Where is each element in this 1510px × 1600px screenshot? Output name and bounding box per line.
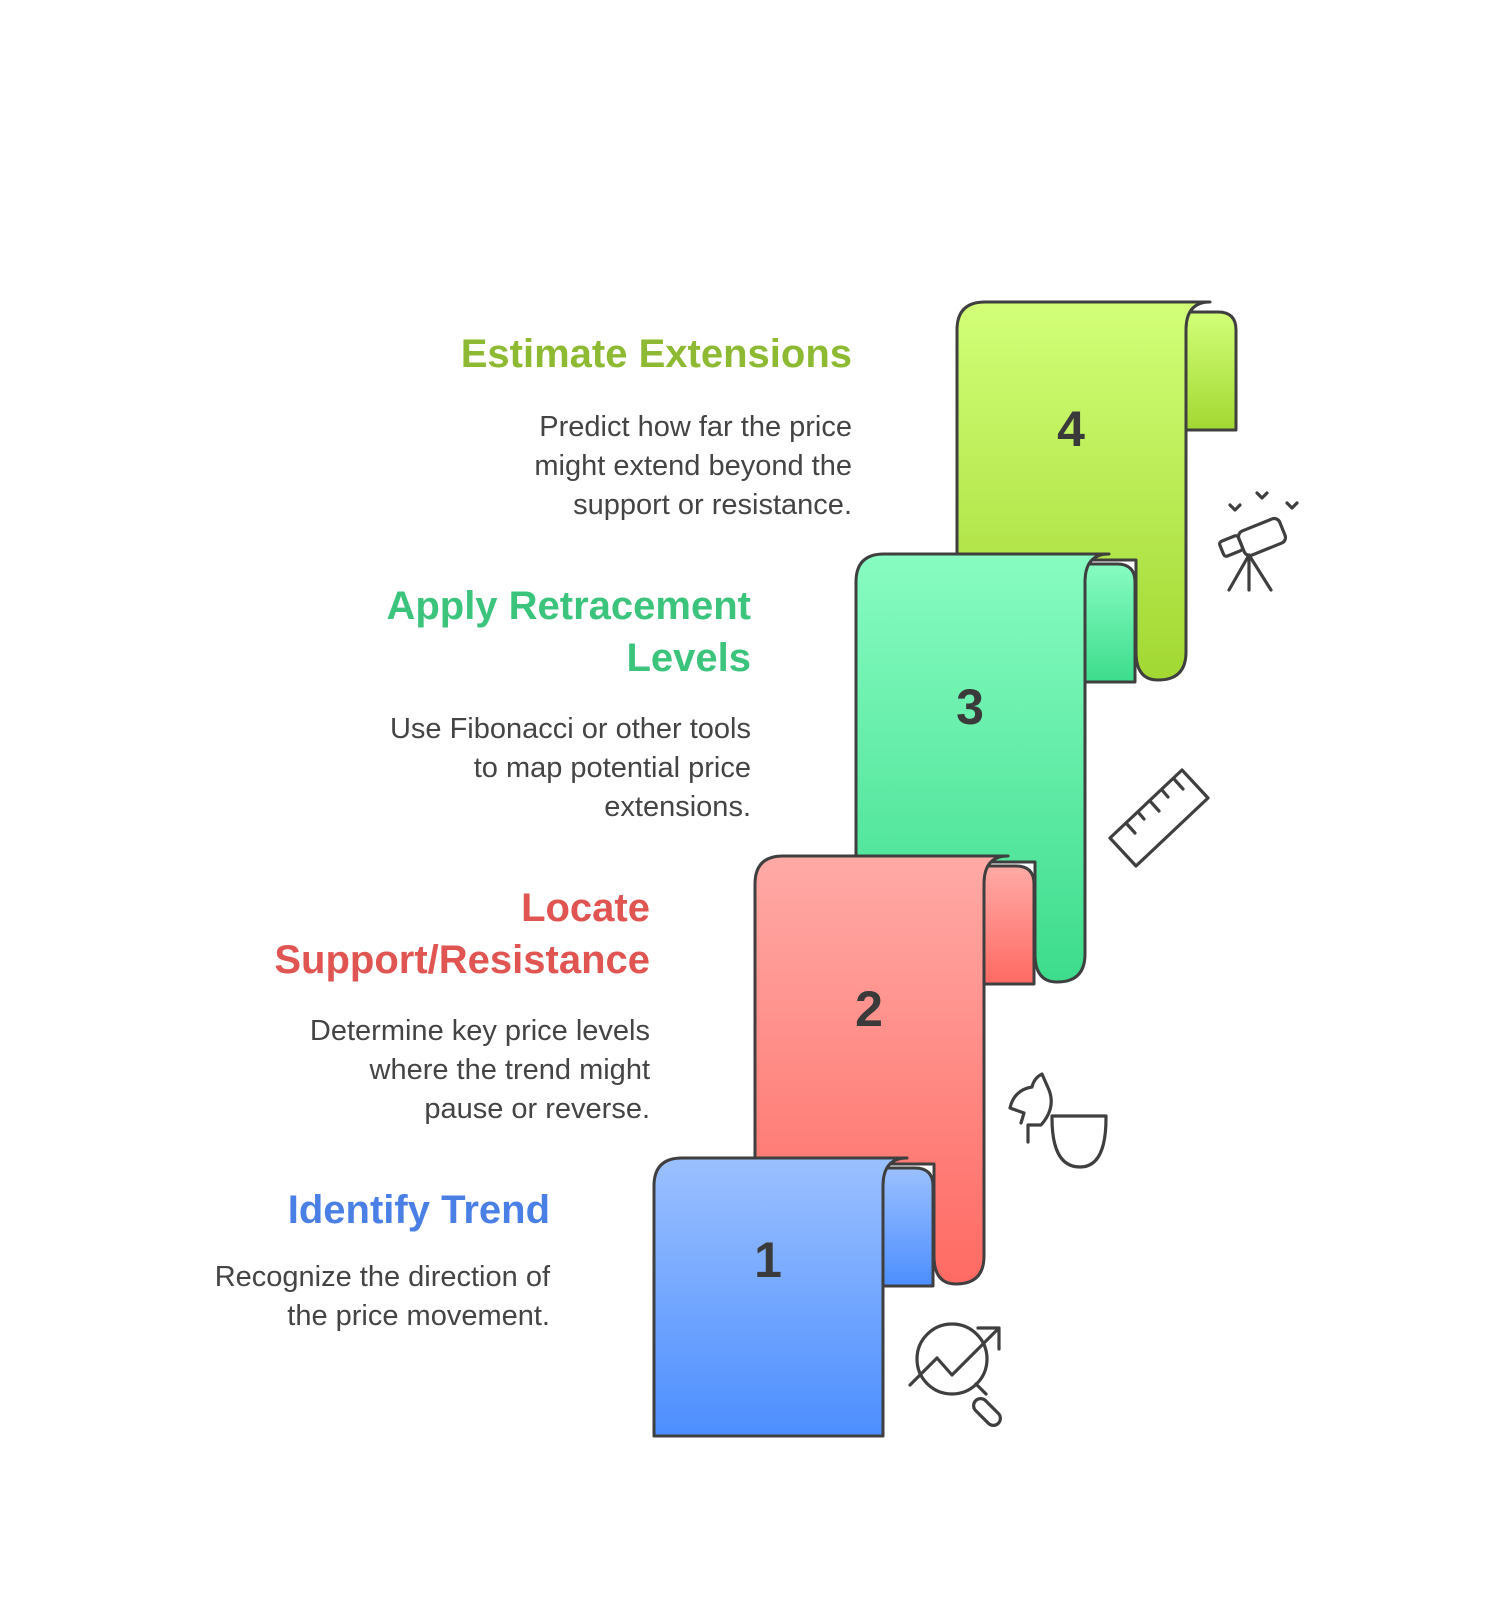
step-4-title: Estimate Extensions [460,332,852,376]
step-2-ribbon [753,854,1036,1286]
step-4-description-line: support or resistance. [573,489,852,521]
step-3-description: Use Fibonacci or other tools to map pote… [390,710,751,827]
ruler-icon [1108,768,1210,868]
trend-analysis-magnifier-icon [908,1322,1002,1427]
step-4-ribbon [955,300,1238,682]
step-3-title-line: Apply Retracement [386,584,751,628]
step-3-title: Apply Retracement Levels [386,580,751,684]
step-2-title: Locate Support/Resistance [274,882,650,986]
step-2-description-line: pause or reverse. [424,1093,650,1125]
step-3-description-line: extensions. [604,791,751,823]
step-3-description-line: to map potential price [473,752,751,784]
step-4-description: Predict how far the price might extend b… [534,408,852,525]
step-4-number: 4 [1057,401,1085,457]
step-2-number: 2 [855,981,883,1037]
step-1-description: Recognize the direction of the price mov… [215,1258,550,1336]
step-4-description-line: might extend beyond the [534,450,852,482]
step-1-ribbon [652,1156,935,1438]
chess-pieces-icon [1008,1072,1108,1169]
step-1-number: 1 [754,1232,782,1288]
step-2-description-line: where the trend might [369,1054,650,1086]
step-2-title-line: Locate [521,886,650,930]
step-2-description-line: Determine key price levels [309,1015,650,1047]
step-2-title-line: Support/Resistance [274,938,650,982]
step-3-description-line: Use Fibonacci or other tools [389,713,751,745]
step-1-description-line: Recognize the direction of [214,1261,550,1293]
step-3-number: 3 [956,679,984,735]
step-3-title-line: Levels [626,636,751,680]
step-4-description-line: Predict how far the price [539,411,852,443]
step-3-ribbon [854,552,1137,984]
telescope-icon [1218,491,1299,592]
step-1-description-line: the price movement. [287,1300,550,1332]
step-1-title: Identify Trend [287,1188,550,1232]
step-2-description: Determine key price levels where the tre… [310,1012,650,1129]
